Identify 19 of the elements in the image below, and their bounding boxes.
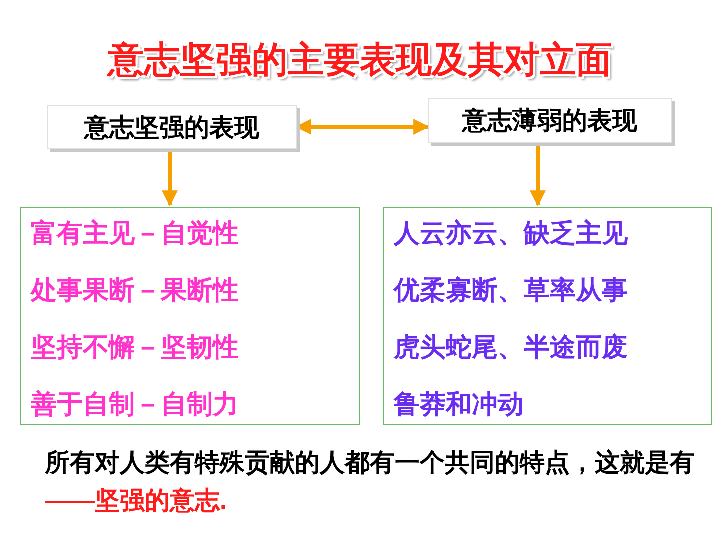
highlight-text: ——坚强的意志. (45, 487, 227, 515)
list-item: 处事果断－果断性 (31, 274, 239, 307)
heading-box (428, 98, 672, 143)
arrow (530, 143, 546, 207)
list-item: 善于自制－自制力 (31, 388, 239, 421)
list-item: 优柔寡断、草率从事 (394, 274, 628, 307)
list-box (20, 207, 360, 425)
list-item: 虎头蛇尾、半途而废 (394, 331, 628, 364)
heading-text: 意志坚强的表现 (84, 112, 260, 144)
list-item: 富有主见－自觉性 (31, 217, 239, 250)
list-item: 人云亦云、缺乏主见 (394, 217, 628, 250)
note-text: 所有对人类有特殊贡献的人都有一个共同的特点，这就是有 (45, 449, 695, 477)
list-box (383, 207, 712, 425)
heading-box (47, 105, 297, 149)
arrow (162, 149, 178, 207)
list-item: 坚持不懈－坚韧性 (31, 331, 239, 364)
list-item: 鲁莽和冲动 (394, 388, 524, 421)
title: 意志坚强的主要表现及其对立面 (106, 38, 613, 82)
heading-text: 意志薄弱的表现 (462, 106, 638, 137)
